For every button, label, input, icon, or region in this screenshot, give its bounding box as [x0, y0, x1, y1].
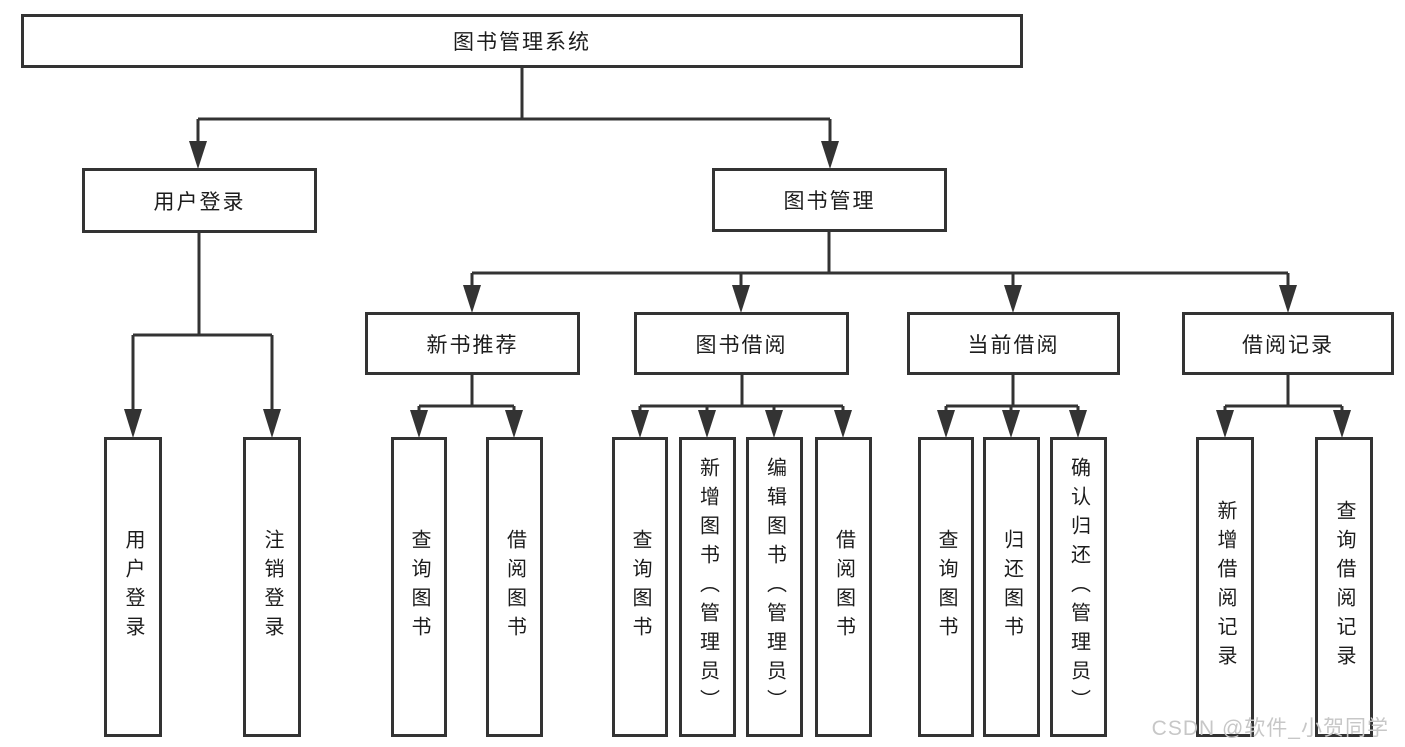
node-label: 借阅记录 [1242, 333, 1334, 357]
node-label: 图书借阅 [695, 333, 788, 357]
node-library-management-system: 图书管理系统 [21, 14, 1023, 68]
leaf-label: 查询图书 [629, 529, 651, 645]
node-label: 新书推荐 [426, 333, 519, 357]
leaf-confirm-return-admin: 确认归还（管理员） [1050, 437, 1107, 737]
edges-new-book-recommendation-to-leaves [410, 375, 523, 438]
edges-root-to-level2 [189, 68, 839, 169]
edges-user-login-to-leaves [124, 233, 281, 438]
leaf-query-books: 查询图书 [612, 437, 668, 737]
leaf-label: 查询借阅记录 [1333, 500, 1355, 674]
leaf-borrow-books: 借阅图书 [486, 437, 543, 737]
leaf-query-books: 查询图书 [918, 437, 974, 737]
leaf-label: 归还图书 [1000, 529, 1023, 645]
leaf-label: 借阅图书 [832, 529, 855, 645]
leaf-return-books: 归还图书 [983, 437, 1040, 737]
leaf-user-login: 用户登录 [104, 437, 162, 737]
leaf-label: 用户登录 [122, 529, 144, 645]
leaf-label: 查询图书 [408, 529, 430, 645]
node-new-book-recommendation: 新书推荐 [365, 312, 580, 375]
node-book-borrowing: 图书借阅 [634, 312, 849, 375]
leaf-add-borrowing-record: 新增借阅记录 [1196, 437, 1254, 737]
leaf-query-books: 查询图书 [391, 437, 447, 737]
leaf-query-borrowing-record: 查询借阅记录 [1315, 437, 1373, 737]
node-book-management: 图书管理 [712, 168, 947, 232]
edges-borrowing-records-to-leaves [1216, 375, 1351, 438]
leaf-edit-books-admin: 编辑图书（管理员） [746, 437, 803, 737]
leaf-logout: 注销登录 [243, 437, 301, 737]
csdn-watermark: CSDN @软件_小贺同学 [1151, 717, 1389, 740]
edges-current-borrowing-to-leaves [937, 375, 1087, 438]
edges-book-management-to-level3 [463, 232, 1297, 313]
leaf-label: 查询图书 [935, 529, 957, 645]
node-label: 图书管理系统 [453, 31, 591, 54]
edges-book-borrowing-to-leaves [631, 375, 852, 438]
leaf-label: 借阅图书 [503, 529, 526, 645]
leaf-label: 新增图书（管理员） [696, 456, 719, 718]
node-user-login: 用户登录 [82, 168, 317, 233]
leaf-label: 编辑图书（管理员） [763, 456, 786, 718]
node-label: 用户登录 [153, 190, 246, 214]
node-borrowing-records: 借阅记录 [1182, 312, 1394, 375]
leaf-label: 确认归还（管理员） [1067, 456, 1090, 718]
node-label: 图书管理 [783, 190, 876, 213]
leaf-label: 新增借阅记录 [1214, 500, 1236, 674]
leaf-label: 注销登录 [261, 529, 283, 645]
leaf-add-books-admin: 新增图书（管理员） [679, 437, 736, 737]
node-current-borrowing: 当前借阅 [907, 312, 1120, 375]
leaf-borrow-books: 借阅图书 [815, 437, 872, 737]
node-label: 当前借阅 [967, 333, 1060, 357]
